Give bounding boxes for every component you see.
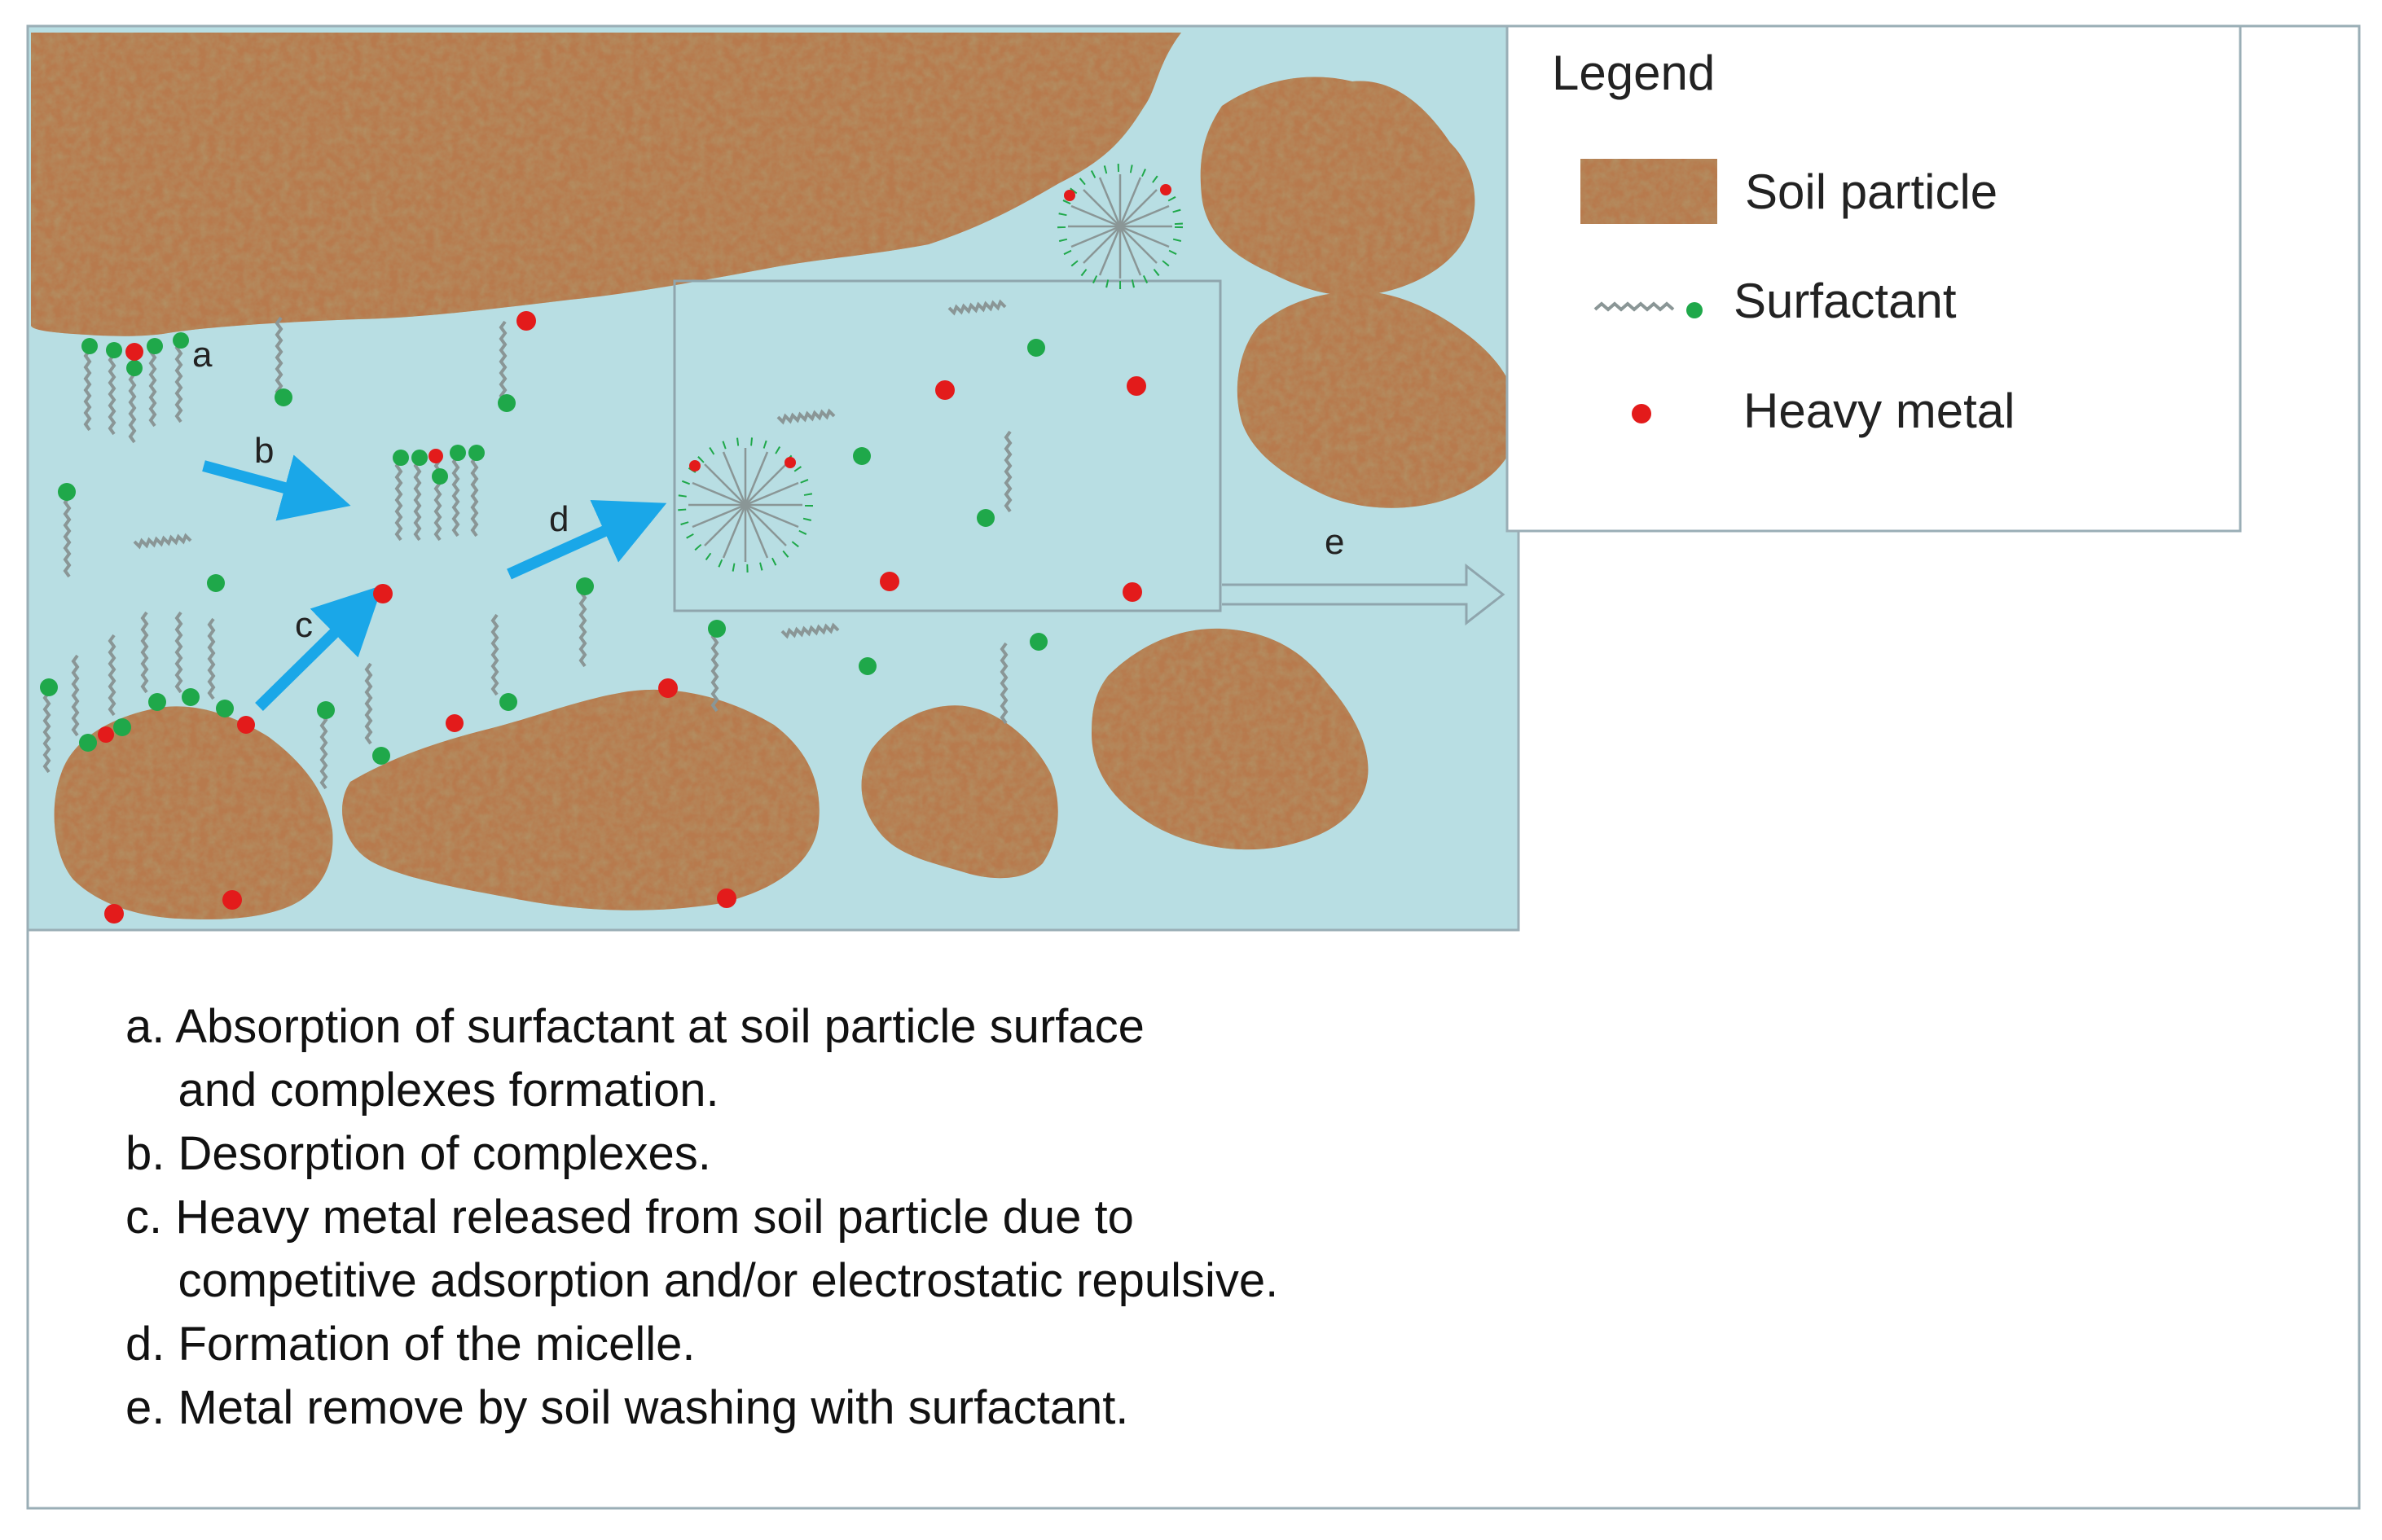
legend: Legend Soil particle Surfactant Heavy me… [1505, 24, 2242, 533]
step-label-c: c [295, 605, 313, 645]
micelle-upper [1057, 164, 1183, 289]
legend-box [1505, 24, 2242, 533]
caption-a-line-2: and complexes formation. [125, 1064, 719, 1117]
caption-a-line-1: a. Absorption of surfactant at soil part… [125, 1000, 1145, 1053]
step-label-a: a [192, 335, 213, 375]
micelle-box [678, 437, 813, 573]
arrow-b [202, 454, 351, 521]
surfactant-monomers [40, 301, 1048, 790]
heavy-metal-dot-icon [1632, 404, 1651, 423]
caption-c-line-2: competitive adsorption and/or electrosta… [125, 1254, 1279, 1307]
legend-item-heavy-metal: Heavy metal [1743, 384, 2015, 438]
step-label-b: b [254, 431, 274, 471]
micelle-region-box [673, 279, 1222, 612]
caption-c-line-1: c. Heavy metal released from soil partic… [125, 1191, 1134, 1244]
outlet-arrow-e [1222, 563, 1505, 626]
soil-particles [31, 33, 1518, 919]
captions-list: a. Absorption of surfactant at soil part… [125, 995, 1510, 1440]
surfactant-tail-icon [1593, 301, 1703, 318]
caption-b-line-1: b. Desorption of complexes. [125, 1127, 711, 1180]
legend-title: Legend [1552, 46, 1715, 100]
legend-item-soil-particle: Soil particle [1745, 165, 1997, 219]
heavy-metal-ions [98, 311, 1146, 924]
caption-e-line-1: e. Metal remove by soil washing with sur… [125, 1381, 1129, 1434]
caption-d-line-1: d. Formation of the micelle. [125, 1318, 696, 1371]
step-label-d: d [549, 499, 569, 539]
step-label-e: e [1325, 522, 1344, 562]
arrow-c [255, 585, 383, 711]
legend-item-surfactant: Surfactant [1734, 274, 1957, 328]
arrow-d [507, 500, 667, 580]
